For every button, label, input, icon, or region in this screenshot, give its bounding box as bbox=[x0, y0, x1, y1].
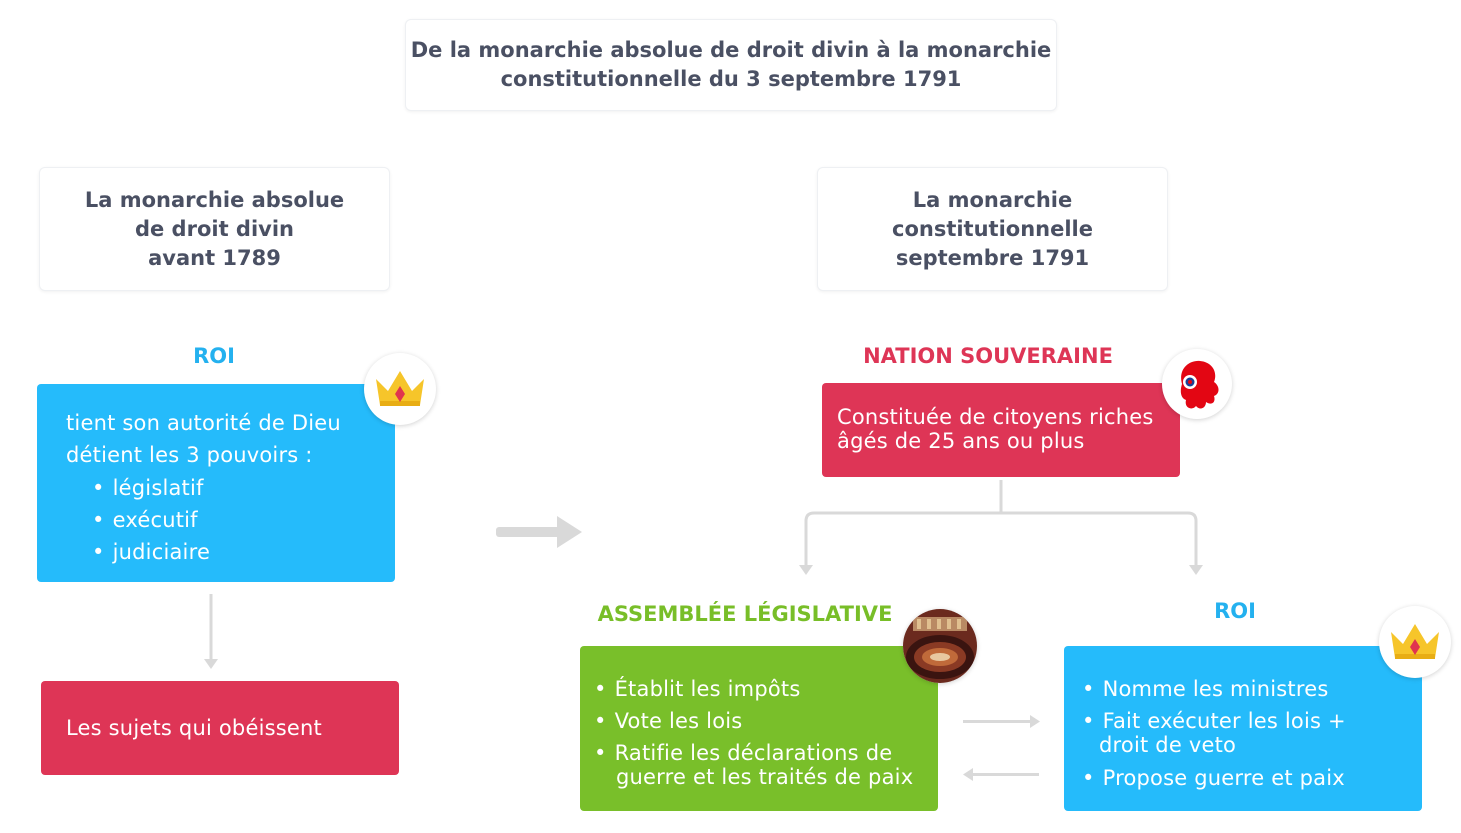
subjects-text: Les sujets qui obéissent bbox=[66, 716, 322, 740]
arrow-assembly-to-king bbox=[963, 715, 1040, 728]
king-bullet-war-peace: Propose guerre et paix bbox=[1082, 766, 1345, 790]
main-title-line2: constitutionnelle du 3 septembre 1791 bbox=[500, 67, 962, 91]
arrow-head-assembly bbox=[799, 565, 813, 575]
marianne-bonnet-icon bbox=[1162, 349, 1232, 419]
main-title-card: De la monarchie absolue de droit divin à… bbox=[405, 19, 1057, 111]
arrow-king-to-assembly bbox=[963, 768, 1039, 781]
nation-line1: Constituée de citoyens riches bbox=[837, 405, 1154, 429]
king-bullet-execute-cont: droit de veto bbox=[1099, 733, 1237, 757]
king-bullet-ministers: Nomme les ministres bbox=[1082, 677, 1329, 701]
arrow-head-king bbox=[1189, 565, 1203, 575]
left-king-bullet-judicial: judiciaire bbox=[92, 540, 210, 564]
constitutional-monarchy-line2: constitutionnelle bbox=[892, 216, 1093, 241]
assembly-heading: ASSEMBLÉE LÉGISLATIVE bbox=[597, 602, 893, 626]
nation-heading: NATION SOUVERAINE bbox=[863, 344, 1113, 368]
assembly-bullet-taxes: Établit les impôts bbox=[594, 677, 801, 701]
constitutional-monarchy-card: La monarchie constitutionnelle septembre… bbox=[817, 167, 1168, 291]
absolute-monarchy-card: La monarchie absolue de droit divin avan… bbox=[39, 167, 390, 291]
right-king-box: Nomme les ministres Fait exécuter les lo… bbox=[1064, 646, 1422, 811]
left-king-heading: ROI bbox=[193, 344, 235, 368]
assembly-photo-icon bbox=[903, 609, 977, 683]
crown-icon bbox=[1379, 606, 1451, 678]
constitutional-monarchy-line3: septembre 1791 bbox=[895, 245, 1090, 270]
left-king-line1: tient son autorité de Dieu bbox=[66, 411, 341, 435]
subjects-box: Les sujets qui obéissent bbox=[41, 681, 399, 775]
crown-icon bbox=[364, 353, 436, 425]
arrow-transition bbox=[496, 516, 582, 548]
absolute-monarchy-line1: La monarchie absolue bbox=[84, 187, 345, 212]
absolute-monarchy-line3: avant 1789 bbox=[148, 245, 281, 270]
right-king-heading: ROI bbox=[1214, 599, 1256, 623]
left-king-bullet-executive: exécutif bbox=[92, 508, 198, 532]
arrow-nation-split bbox=[804, 480, 1198, 566]
king-bullet-execute: Fait exécuter les lois + bbox=[1082, 709, 1346, 733]
left-king-line2: détient les 3 pouvoirs : bbox=[66, 443, 313, 467]
constitutional-monarchy-line1: La monarchie bbox=[912, 187, 1073, 212]
assembly-bullet-ratify: Ratifie les déclarations de bbox=[594, 741, 893, 765]
assembly-box: Établit les impôts Vote les lois Ratifie… bbox=[580, 646, 938, 811]
left-king-bullet-legislative: législatif bbox=[92, 476, 204, 500]
main-title-line1: De la monarchie absolue de droit divin à… bbox=[410, 38, 1052, 62]
nation-line2: âgés de 25 ans ou plus bbox=[837, 429, 1085, 453]
absolute-monarchy-line2: de droit divin bbox=[134, 216, 294, 241]
arrow-king-to-subjects bbox=[204, 594, 218, 669]
assembly-bullet-ratify-cont: guerre et les traités de paix bbox=[616, 765, 914, 789]
left-king-box: tient son autorité de Dieu détient les 3… bbox=[37, 384, 395, 582]
nation-box: Constituée de citoyens riches âgés de 25… bbox=[822, 383, 1180, 477]
assembly-bullet-laws: Vote les lois bbox=[594, 709, 743, 733]
